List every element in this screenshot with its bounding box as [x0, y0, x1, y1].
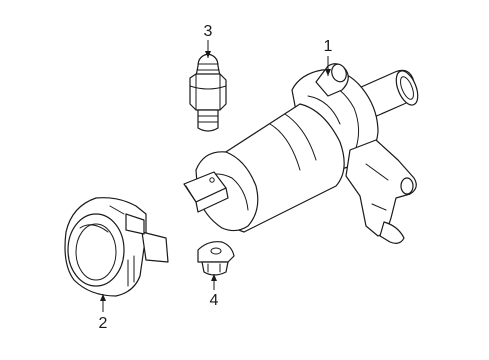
callout-3: 3: [204, 23, 213, 40]
callout-1: 1: [324, 38, 333, 55]
clip-nut: [197, 241, 235, 276]
water-pump-assembly: [183, 63, 419, 244]
retaining-bracket: [64, 197, 169, 297]
callout-2: 2: [99, 315, 108, 332]
callout-4: 4: [210, 292, 219, 309]
sensor: [189, 53, 227, 132]
